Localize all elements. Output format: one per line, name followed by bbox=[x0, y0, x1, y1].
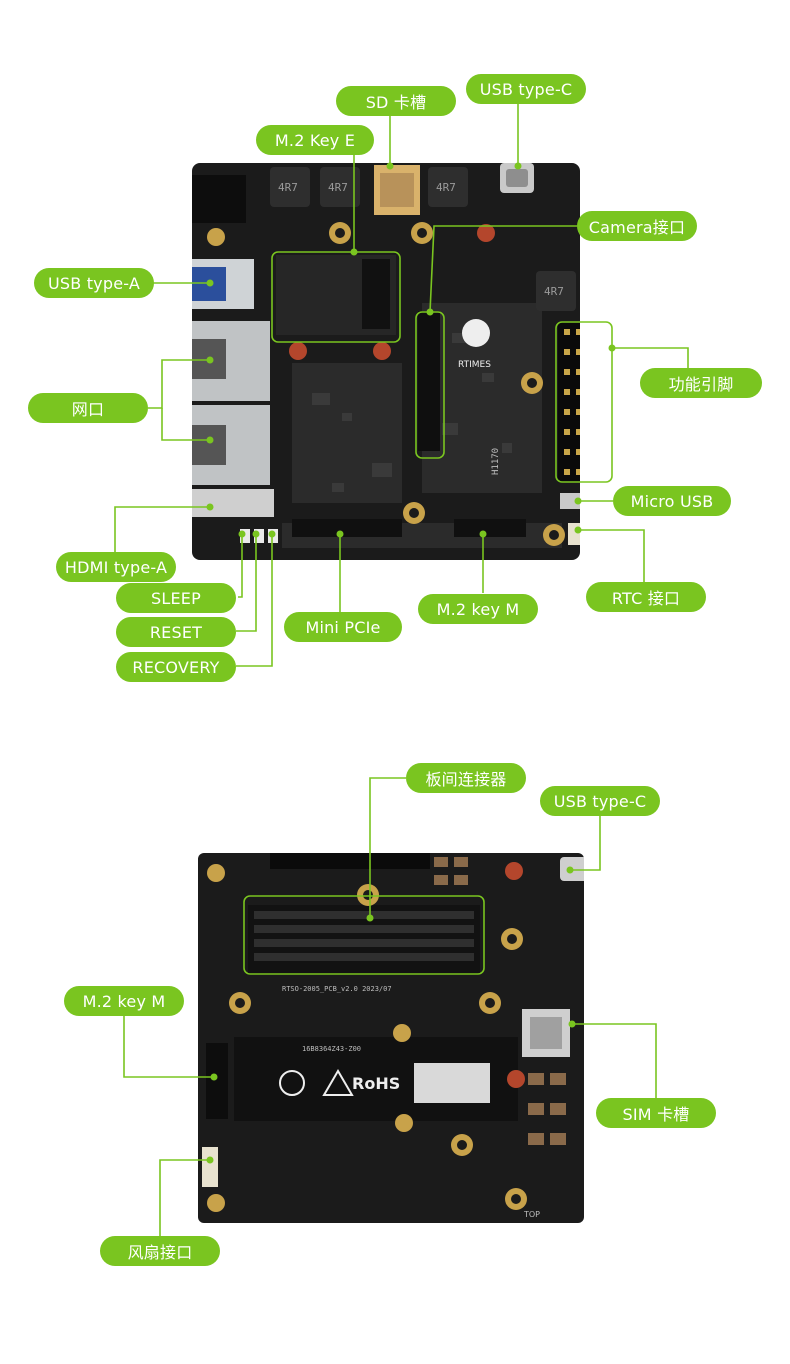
gpio-highlight-box bbox=[555, 321, 613, 483]
label-fan: 风扇接口 bbox=[100, 1236, 220, 1266]
board-brand-label: RTIMES bbox=[458, 360, 491, 370]
b2b-bottom-highlight-box bbox=[243, 895, 485, 975]
label-camera: Camera接口 bbox=[577, 211, 697, 241]
b2b-highlight-box bbox=[415, 311, 445, 459]
label-gpio: 功能引脚 bbox=[640, 368, 762, 398]
inductor-label-3: 4R7 bbox=[436, 181, 456, 194]
inductor-label-2: 4R7 bbox=[328, 181, 348, 194]
label-micro-usb: Micro USB bbox=[613, 486, 731, 516]
top-mark-label: TOP bbox=[523, 1210, 540, 1219]
pcb-code-label: RTSO-2005_PCB_v2.0 2023/07 bbox=[282, 985, 392, 993]
label-usb-type-c: USB type-C bbox=[466, 74, 586, 104]
label-m2-key-e: M.2 Key E bbox=[256, 125, 374, 155]
label-recovery: RECOVERY bbox=[116, 652, 236, 682]
rohs-label: RoHS bbox=[352, 1074, 400, 1093]
ssd-serial-label: 16B8364Z43-Z00 bbox=[302, 1045, 361, 1053]
board-part-mark: H1170 bbox=[491, 448, 501, 475]
label-m2-key-m: M.2 key M bbox=[418, 594, 538, 624]
inductor-label-4: 4R7 bbox=[544, 285, 564, 298]
label-ethernet: 网口 bbox=[28, 393, 148, 423]
label-usb-type-a: USB type-A bbox=[34, 268, 154, 298]
top-board-image: 4R7 4R7 4R7 4R7 bbox=[192, 163, 580, 560]
label-sleep: SLEEP bbox=[116, 583, 236, 613]
label-rtc: RTC 接口 bbox=[586, 582, 706, 612]
label-reset: RESET bbox=[116, 617, 236, 647]
label-board-connector: 板间连接器 bbox=[406, 763, 526, 793]
label-usb-type-c-bottom: USB type-C bbox=[540, 786, 660, 816]
inductor-label-1: 4R7 bbox=[278, 181, 298, 194]
label-sim-slot: SIM 卡槽 bbox=[596, 1098, 716, 1128]
label-hdmi: HDMI type-A bbox=[56, 552, 176, 582]
label-m2-key-m-bottom: M.2 key M bbox=[64, 986, 184, 1016]
m2e-highlight-box bbox=[271, 251, 401, 343]
label-sd-slot: SD 卡槽 bbox=[336, 86, 456, 116]
bottom-board-image: RoHS 16B8364Z43-Z00 RTSO-2005_PCB_v2.0 2… bbox=[198, 853, 584, 1223]
label-mini-pcie: Mini PCIe bbox=[284, 612, 402, 642]
